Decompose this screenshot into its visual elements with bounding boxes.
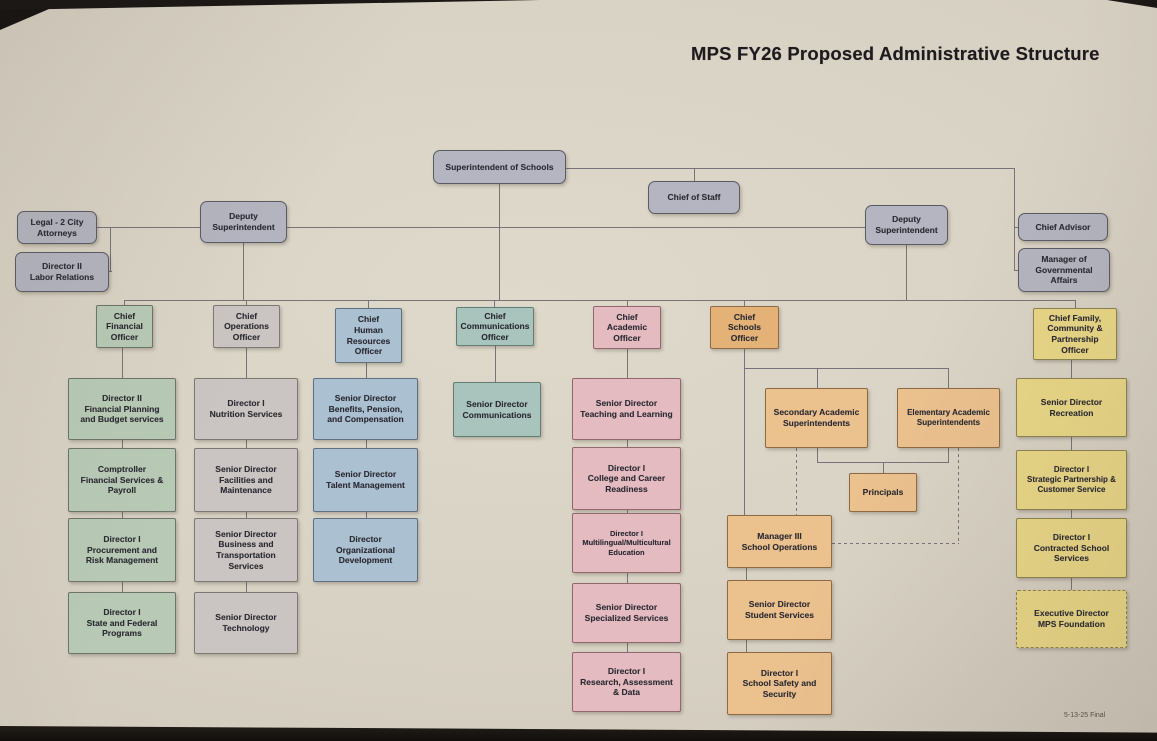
connector-line <box>948 448 949 463</box>
org-node-chief-academic-officer: Chief Academic Officer <box>593 306 661 349</box>
connector-line <box>1014 270 1019 271</box>
connector-line <box>124 300 1076 301</box>
connector-line <box>368 300 369 309</box>
connector-line <box>366 363 367 519</box>
org-node-chief-family-community-partnership-officer: Chief Family, Community & Partnership Of… <box>1033 308 1117 360</box>
footer-note: 5-13-25 Final <box>1064 712 1106 719</box>
photo-edge-top <box>0 0 540 10</box>
org-node-student-services: Senior Director Student Services <box>727 580 832 640</box>
connector-line <box>124 300 125 306</box>
org-node-recreation: Senior Director Recreation <box>1016 378 1127 437</box>
org-node-strategic-partnership-customer-service: Director I Strategic Partnership & Custo… <box>1016 450 1127 510</box>
org-node-deputy-superintendent-left: Deputy Superintendent <box>200 201 287 243</box>
org-node-procurement-risk-management: Director I Procurement and Risk Manageme… <box>68 518 176 582</box>
org-node-state-federal-programs: Director I State and Federal Programs <box>68 592 176 654</box>
org-node-communications: Senior Director Communications <box>453 382 541 437</box>
org-node-benefits-pension-compensation: Senior Director Benefits, Pension, and C… <box>313 378 418 440</box>
connector-line <box>746 640 747 653</box>
org-node-elementary-academic-superintendents: Elementary Academic Superintendents <box>897 388 1000 448</box>
org-node-chief-communications-officer: Chief Communications Officer <box>456 307 534 346</box>
org-node-chief-financial-officer: Chief Financial Officer <box>96 305 153 348</box>
org-node-contracted-school-services: Director I Contracted School Services <box>1016 518 1127 578</box>
dashed-connector-line <box>796 448 797 516</box>
dashed-connector-line <box>832 543 959 544</box>
connector-line <box>817 448 818 463</box>
connector-line <box>694 168 695 182</box>
connector-line <box>109 271 112 272</box>
connector-line <box>110 227 111 272</box>
connector-line <box>243 243 244 301</box>
connector-line <box>499 184 500 301</box>
connector-line <box>1075 300 1076 309</box>
org-node-business-transportation-services: Senior Director Business and Transportat… <box>194 518 298 582</box>
connector-line <box>744 349 745 516</box>
org-node-mps-foundation: Executive Director MPS Foundation <box>1016 590 1127 648</box>
connector-line <box>97 227 865 228</box>
org-node-chief-schools-officer: Chief Schools Officer <box>710 306 779 349</box>
connector-line <box>494 300 495 308</box>
org-node-superintendent: Superintendent of Schools <box>433 150 566 184</box>
org-node-legal-city-attorneys: Legal - 2 City Attorneys <box>17 211 97 244</box>
org-node-nutrition-services: Director I Nutrition Services <box>194 378 298 440</box>
connector-line <box>627 300 628 307</box>
org-node-secondary-academic-superintendents: Secondary Academic Superintendents <box>765 388 868 448</box>
org-node-facilities-maintenance: Senior Director Facilities and Maintenan… <box>194 448 298 512</box>
org-node-college-career-readiness: Director I College and Career Readiness <box>572 447 681 510</box>
connector-line <box>1014 227 1019 228</box>
dashed-connector-line <box>958 448 959 544</box>
page-title: MPS FY26 Proposed Administrative Structu… <box>691 43 1100 64</box>
connector-line <box>246 300 247 306</box>
connector-line <box>948 368 949 389</box>
org-node-teaching-learning: Senior Director Teaching and Learning <box>572 378 681 440</box>
org-node-comptroller-financial-services-payroll: Comptroller Financial Services & Payroll <box>68 448 176 512</box>
org-node-chief-of-staff: Chief of Staff <box>648 181 740 214</box>
org-node-financial-planning-budget: Director II Financial Planning and Budge… <box>68 378 176 440</box>
connector-line <box>746 568 747 581</box>
connector-line <box>566 168 1014 169</box>
org-node-school-operations: Manager III School Operations <box>727 515 832 568</box>
connector-line <box>1014 168 1015 271</box>
org-node-research-assessment-data: Director I Research, Assessment & Data <box>572 652 681 712</box>
connector-line <box>817 368 818 389</box>
org-node-organizational-development: Director Organizational Development <box>313 518 418 582</box>
connector-line <box>495 346 496 383</box>
org-node-chief-operations-officer: Chief Operations Officer <box>213 305 280 348</box>
org-node-chief-human-resources-officer: Chief Human Resources Officer <box>335 308 402 363</box>
connector-line <box>883 462 884 474</box>
org-node-school-safety-security: Director I School Safety and Security <box>727 652 832 715</box>
org-node-manager-governmental-affairs: Manager of Governmental Affairs <box>1018 248 1110 292</box>
org-node-talent-management: Senior Director Talent Management <box>313 448 418 512</box>
photo-edge-top-right <box>1107 0 1157 8</box>
org-node-multilingual-multicultural-education: Director I Multilingual/Multicultural Ed… <box>572 513 681 573</box>
connector-line <box>744 368 949 369</box>
org-node-principals: Principals <box>849 473 917 512</box>
org-node-specialized-services: Senior Director Specialized Services <box>572 583 681 643</box>
org-node-labor-relations: Director II Labor Relations <box>15 252 109 292</box>
connector-line <box>744 300 745 307</box>
org-node-chief-advisor: Chief Advisor <box>1018 213 1108 241</box>
connector-line <box>906 245 907 301</box>
org-node-technology: Senior Director Technology <box>194 592 298 654</box>
org-node-deputy-superintendent-right: Deputy Superintendent <box>865 205 948 245</box>
